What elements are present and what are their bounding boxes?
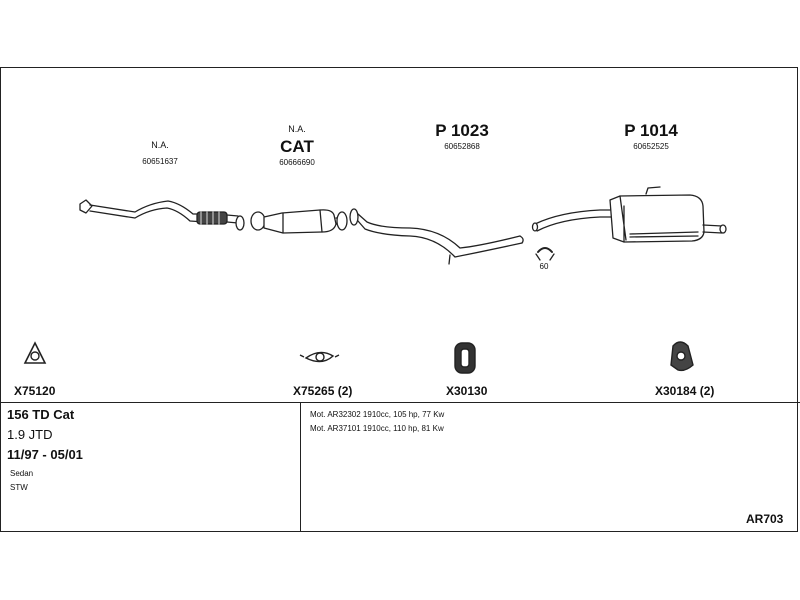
oval-gasket-icon [299,351,340,363]
vehicle-body-1: Sedan [10,469,34,478]
divider-vertical [300,402,301,532]
accessory-1-label: X75120 [14,384,56,398]
accessory-2-label: X75265 (2) [293,384,353,398]
middle-pipe-drawing [349,208,524,265]
accessory-3-label: X30130 [446,384,488,398]
vehicle-model: 156 TD Cat [7,407,75,422]
clamp-label: 60 [539,262,549,271]
vehicle-body-2: STW [10,483,28,492]
catalyst-drawing [250,209,348,234]
diagram-frame [0,67,798,532]
rear-silencer-drawing [531,186,727,243]
engine-line-1: Mot. AR32302 1910cc, 105 hp, 77 Kw [310,410,445,419]
part2-name: CAT [280,137,314,156]
divider-horizontal [0,402,800,403]
part3-code: 60652868 [444,142,480,151]
part1-na: N.A. [151,140,169,150]
part2-code: 60666690 [279,158,315,167]
front-pipe-drawing [79,199,245,231]
vehicle-engine: 1.9 JTD [7,427,53,442]
part4-code: 60652525 [633,142,669,151]
rubber-mount-icon [454,342,476,374]
engine-line-2: Mot. AR37101 1910cc, 110 hp, 81 Kw [310,424,444,433]
vehicle-years: 11/97 - 05/01 [7,447,83,462]
hanger-mount-icon [670,341,694,372]
part4-name: P 1014 [624,121,678,140]
clamp-drawing [535,247,555,261]
accessory-4-label: X30184 (2) [655,384,715,398]
diagram-code: AR703 [746,512,784,526]
part1-code: 60651637 [142,157,178,166]
triangle-gasket-icon [23,341,47,364]
part2-na: N.A. [288,124,306,134]
part3-name: P 1023 [435,121,489,140]
